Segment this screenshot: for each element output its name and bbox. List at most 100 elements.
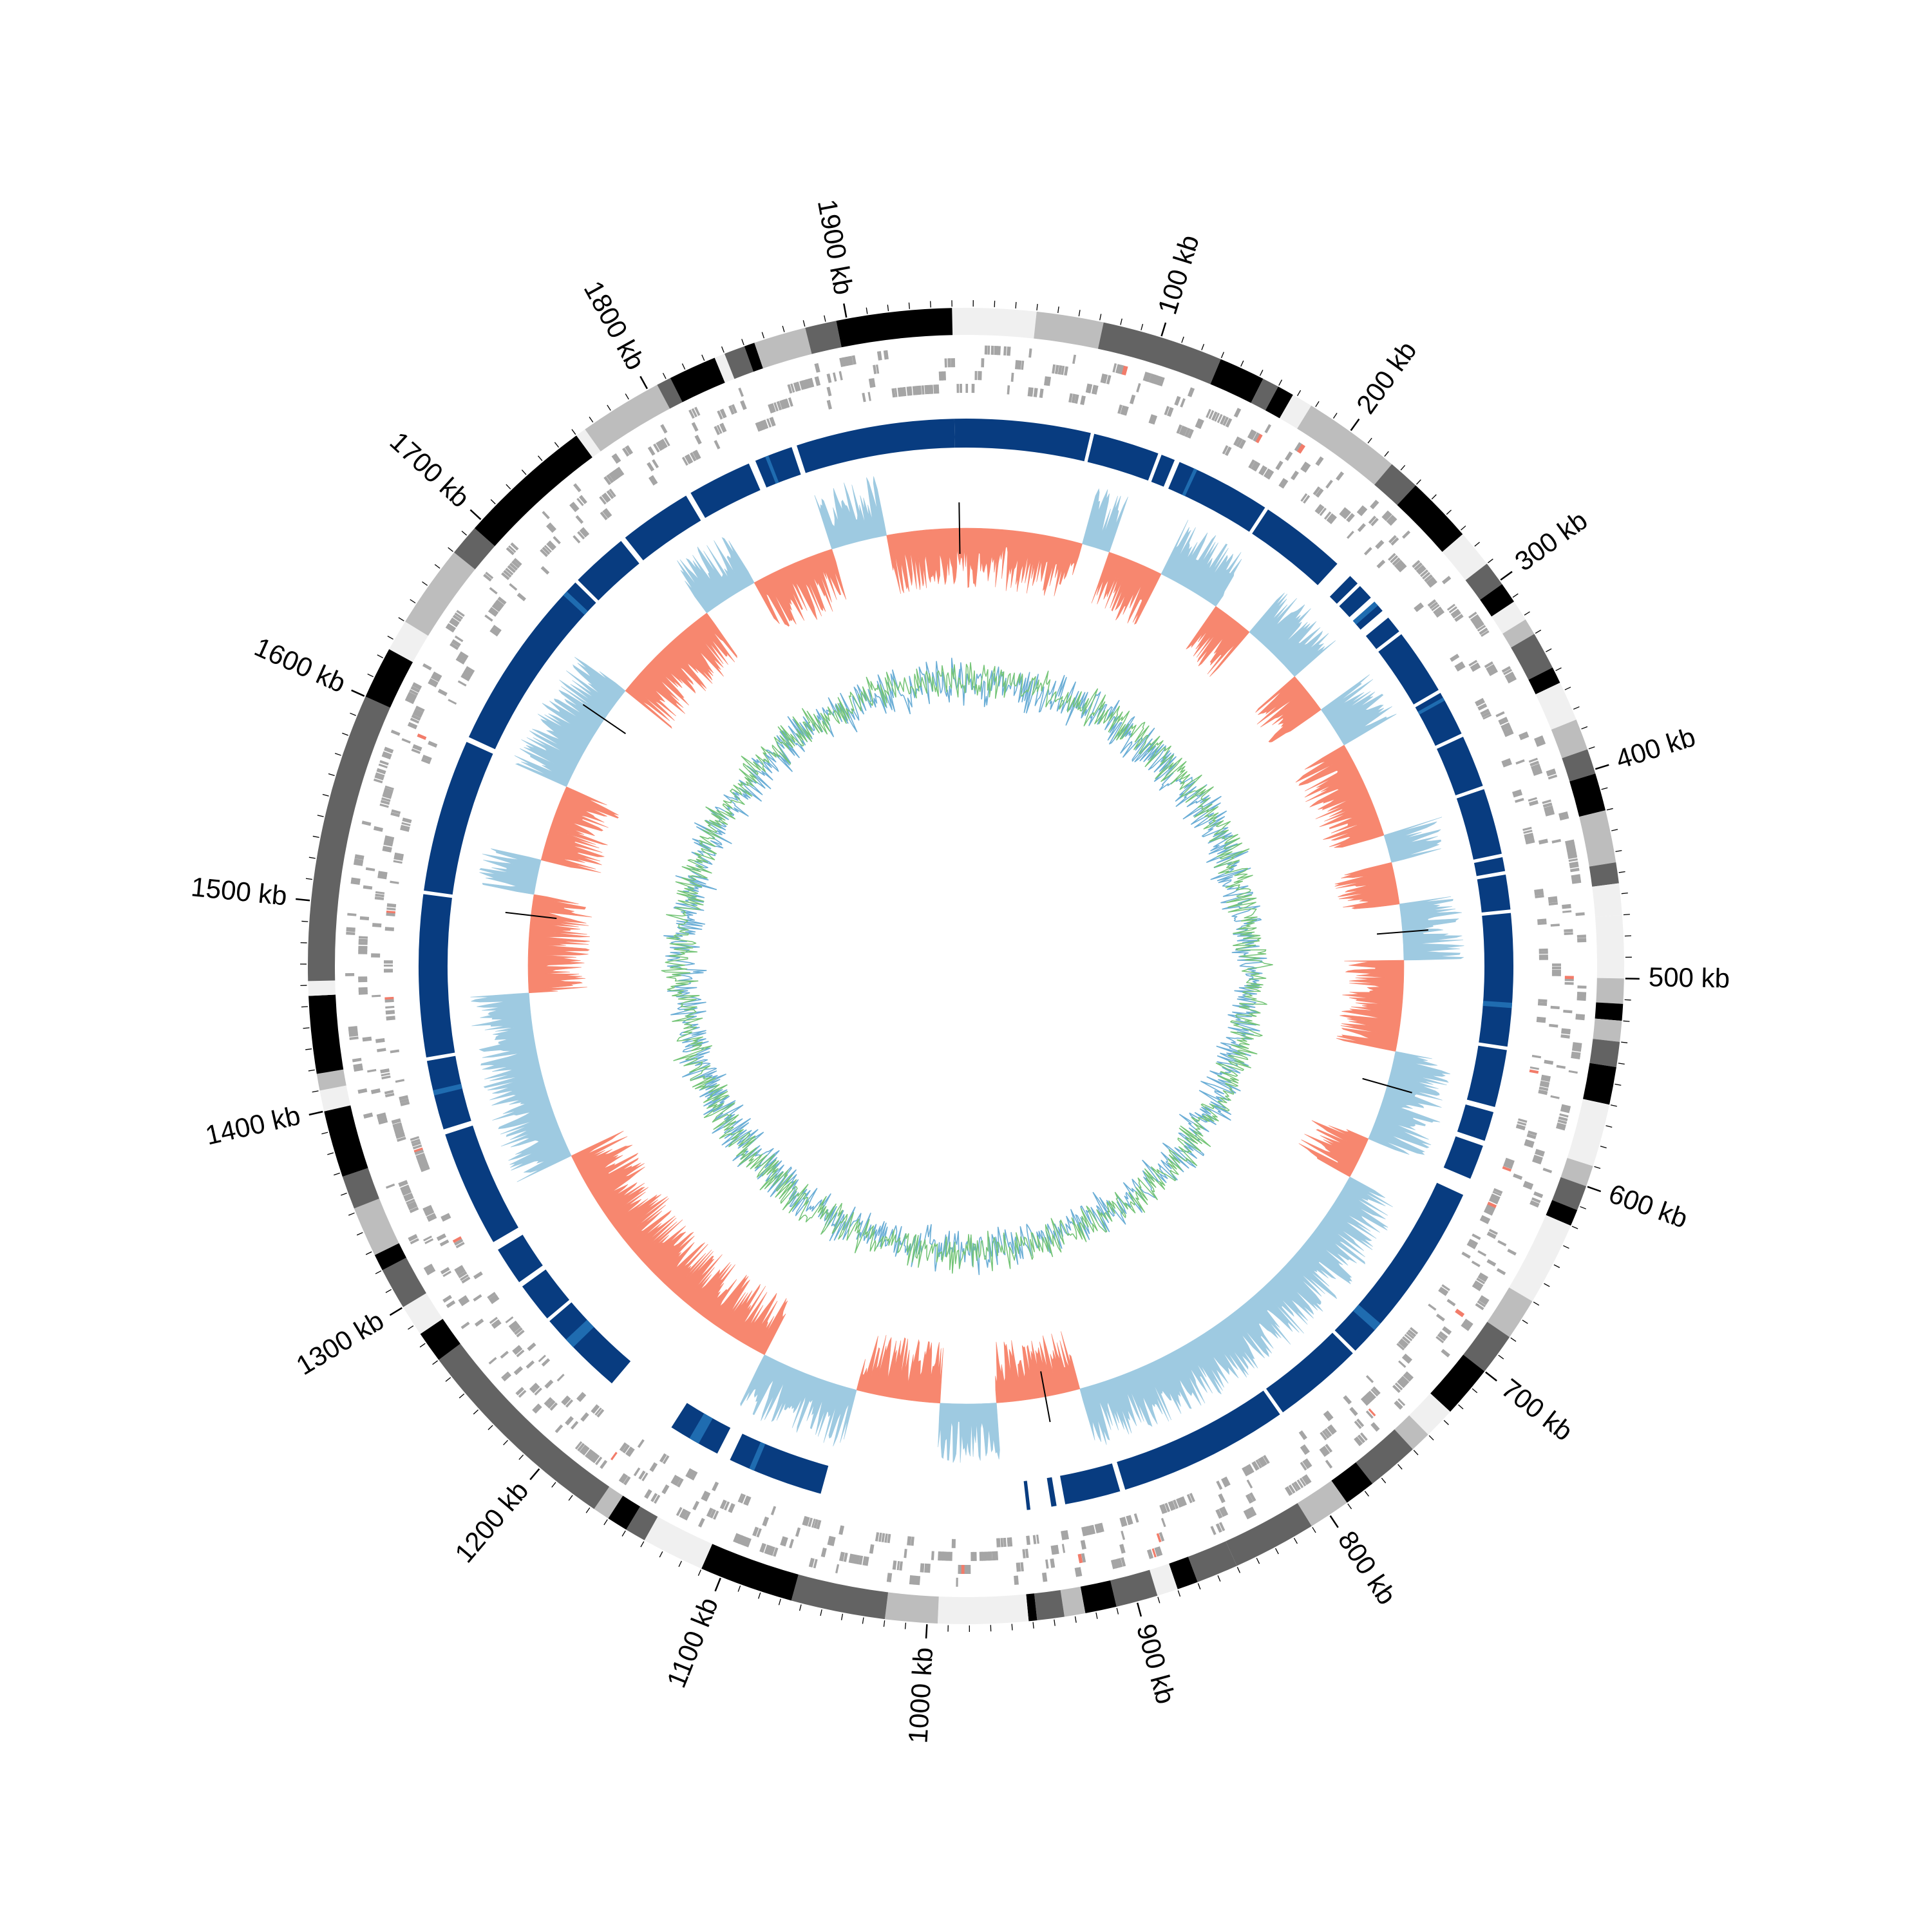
minor-tick: [1581, 726, 1588, 730]
gene-mark: [1569, 861, 1579, 866]
ideogram-band: [1567, 1099, 1610, 1166]
coding-segment: [1117, 1390, 1280, 1490]
minor-tick: [308, 1069, 315, 1072]
gene-mark: [1489, 1196, 1499, 1204]
gene-mark: [374, 774, 384, 781]
gene-mark: [1222, 417, 1229, 426]
gene-mark: [1363, 1394, 1372, 1404]
gene-mark: [780, 1536, 786, 1546]
gene-mark: [1538, 1089, 1548, 1095]
gene-mark: [1461, 1251, 1471, 1259]
gene-mark: [1486, 1259, 1497, 1267]
minor-tick: [721, 346, 724, 353]
gene-mark: [1528, 757, 1538, 763]
gene-mark: [529, 1383, 538, 1392]
gc-content-ring: [661, 658, 1273, 1275]
gene-mark: [439, 1239, 450, 1247]
gene-mark: [1180, 398, 1186, 408]
gene-mark: [1390, 537, 1399, 546]
gene-mark: [1341, 509, 1350, 519]
gene-mark: [1472, 1283, 1482, 1291]
gene-mark: [949, 1551, 952, 1561]
ideogram-band: [324, 1105, 368, 1177]
coding-segment: [625, 495, 701, 561]
gene-mark: [418, 1159, 428, 1167]
major-tick: [1595, 764, 1609, 770]
minor-tick: [1381, 1477, 1387, 1484]
coding-segment: [424, 742, 493, 895]
gene-mark: [1359, 507, 1368, 516]
ideogram-band: [585, 384, 670, 451]
gene-mark: [811, 1519, 816, 1528]
gene-mark: [1476, 1278, 1486, 1285]
gene-mark: [1570, 867, 1580, 873]
minor-tick: [1278, 379, 1283, 386]
gene-mark: [1336, 471, 1345, 481]
minor-tick: [1512, 593, 1519, 598]
gene-mark: [1470, 614, 1480, 623]
gene-mark: [485, 571, 494, 580]
gene-mark: [455, 1242, 465, 1249]
feature-ring: [345, 345, 1587, 1587]
gene-mark: [1370, 499, 1379, 509]
gene-mark: [1537, 918, 1547, 923]
minor-tick: [408, 1325, 414, 1330]
gene-mark: [931, 1551, 934, 1560]
minor-tick: [1274, 1548, 1279, 1555]
minor-tick: [554, 442, 560, 448]
gene-mark: [769, 417, 776, 427]
gene-mark: [423, 1235, 432, 1242]
minor-tick: [904, 1622, 907, 1629]
gene-mark: [1571, 1054, 1580, 1059]
gene-mark: [565, 1416, 574, 1426]
major-tick: [843, 303, 848, 318]
gene-mark: [1253, 462, 1261, 472]
gene-mark: [1265, 469, 1274, 480]
gene-mark: [1564, 929, 1573, 933]
minor-tick: [1217, 1575, 1221, 1582]
minor-tick: [538, 455, 543, 461]
minor-tick: [1600, 1146, 1607, 1149]
gene-mark: [1517, 1121, 1527, 1126]
coding-segment: [1060, 1463, 1121, 1504]
coding-segment: [1252, 509, 1338, 585]
gene-mark: [740, 400, 747, 410]
minor-tick: [1615, 849, 1622, 853]
gene-mark: [1061, 1544, 1066, 1553]
gene-mark: [703, 1492, 711, 1502]
gene-mark: [606, 490, 614, 499]
gene-mark: [936, 384, 940, 394]
gene-mark: [1302, 1475, 1309, 1485]
gene-mark: [1319, 1447, 1328, 1457]
gene-mark: [743, 1495, 749, 1505]
ideogram-band: [701, 1544, 799, 1601]
gene-mark: [404, 696, 415, 705]
gene-mark: [1539, 957, 1548, 960]
ideogram-band: [626, 1506, 658, 1540]
gene-mark: [695, 450, 701, 459]
gene-mark: [1245, 1493, 1254, 1504]
ideogram-band: [1356, 1429, 1413, 1484]
gene-mark: [412, 682, 422, 690]
minor-tick: [758, 1592, 761, 1599]
gene-mark: [401, 1188, 412, 1196]
gene-mark: [1359, 1432, 1368, 1441]
gene-mark: [600, 1460, 608, 1469]
gene-mark: [802, 379, 808, 390]
gene-mark: [393, 1127, 404, 1133]
gene-mark: [1414, 562, 1423, 571]
gene-mark: [1238, 439, 1246, 450]
gene-mark: [716, 424, 723, 434]
gene-mark: [577, 1392, 587, 1403]
minor-tick: [410, 599, 416, 603]
ideogram-band: [420, 1318, 460, 1360]
coding-segment: [578, 541, 639, 601]
gene-mark: [1468, 659, 1478, 667]
gene-mark: [408, 1202, 418, 1211]
gene-mark: [766, 418, 772, 428]
minor-tick: [824, 315, 826, 322]
gene-mark: [377, 871, 388, 876]
minor-tick: [1498, 1354, 1504, 1359]
gene-mark: [1484, 1209, 1493, 1216]
gene-mark: [1303, 463, 1311, 473]
